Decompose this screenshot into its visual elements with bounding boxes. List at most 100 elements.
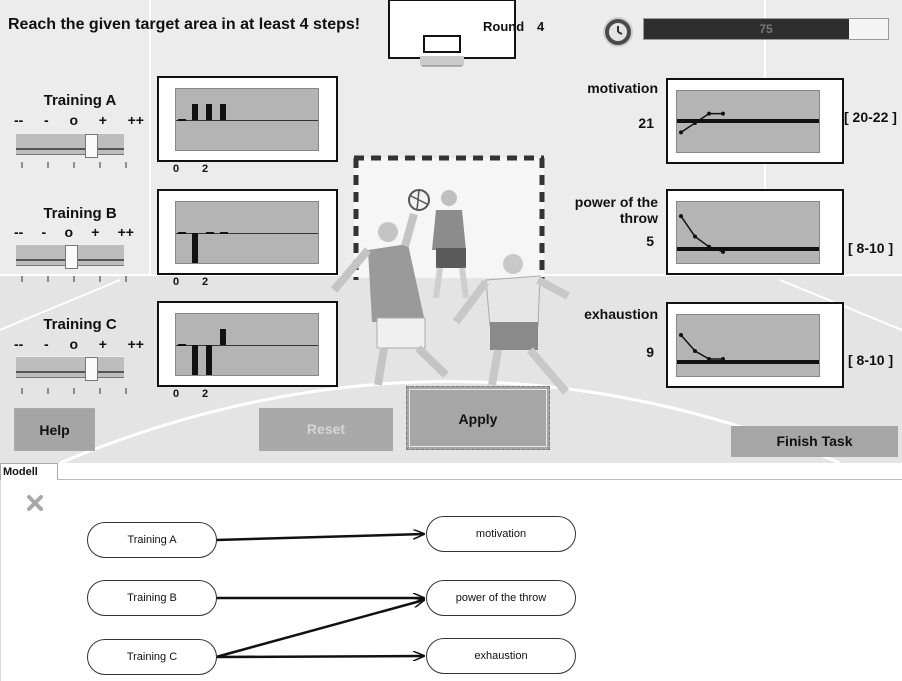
exhaustion-target-band (677, 360, 819, 364)
scale-label: -- (14, 336, 24, 352)
trend-point (721, 357, 725, 361)
history-bar (178, 232, 186, 234)
training-a-label: Training A (43, 92, 117, 109)
training-c-scale: -- - o + ++ (14, 336, 144, 352)
model-node-training-a[interactable]: Training A (87, 522, 217, 558)
training-a-axis-mid: 2 (202, 163, 209, 175)
model-node-power-of-the-throw[interactable]: power of the throw (426, 580, 576, 616)
model-node-exhaustion[interactable]: exhaustion (426, 638, 576, 674)
exhaustion-target-range: [ 8-10 ] (848, 352, 894, 368)
motivation-label: motivation (587, 80, 658, 96)
trend-point (693, 234, 697, 239)
scale-label: o (69, 112, 78, 128)
finish-task-button[interactable]: Finish Task (731, 426, 898, 457)
trend-point (721, 111, 725, 116)
training-a-axis-start: 0 (173, 163, 180, 175)
round-label: Round (483, 19, 525, 34)
edge-training-c-exhaustion (215, 656, 424, 657)
trend-point (693, 349, 697, 353)
training-b-label: Training B (43, 205, 117, 222)
scale-label: ++ (117, 224, 134, 240)
scale-label: o (64, 224, 73, 240)
model-edges (215, 480, 902, 681)
power-of-throw-label: power of the throw (574, 194, 658, 226)
trend-point (707, 357, 711, 361)
scale-label: -- (14, 224, 24, 240)
tab-modell[interactable]: Modell (0, 463, 58, 480)
edge-training-c-power (215, 600, 424, 659)
power-of-throw-target-band (677, 247, 819, 251)
history-bar (206, 104, 212, 120)
history-bar (178, 119, 186, 121)
training-b-axis-mid: 2 (202, 276, 209, 288)
time-progress-value: 75 (759, 22, 773, 36)
training-c-slider-thumb[interactable] (85, 357, 98, 381)
scale-label: ++ (127, 112, 144, 128)
power-of-throw-value: 5 (646, 233, 654, 249)
scale-label: + (98, 112, 107, 128)
history-bar (206, 345, 212, 375)
history-bar (192, 233, 198, 263)
edge-training-a-motivation (215, 534, 424, 542)
trend-point (693, 121, 697, 125)
trend-point (707, 244, 711, 249)
training-c-history-chart (157, 301, 338, 387)
trend-line (679, 214, 725, 254)
time-progress-bar: 75 (643, 18, 889, 40)
time-progress-fill (644, 19, 849, 39)
history-bar (178, 344, 186, 346)
trend-point (679, 130, 683, 135)
training-a-slider-thumb[interactable] (85, 134, 98, 158)
training-b-ticks (21, 276, 127, 282)
training-c-axis-start: 0 (173, 388, 180, 400)
history-bar (220, 329, 226, 345)
scale-label: + (98, 336, 107, 352)
training-b-scale: -- - o + ++ (14, 224, 134, 240)
training-a-ticks (21, 162, 127, 168)
exhaustion-label: exhaustion (584, 306, 658, 322)
motivation-target-range: [ 20-22 ] (844, 109, 897, 125)
scale-label: -- (14, 112, 24, 128)
scale-label: - (44, 336, 49, 352)
scale-label: - (44, 112, 49, 128)
scale-label: + (91, 224, 100, 240)
motivation-target-band (677, 119, 819, 123)
model-node-motivation[interactable]: motivation (426, 516, 576, 552)
history-bar (192, 104, 198, 120)
motivation-history-chart (666, 78, 844, 164)
exhaustion-value: 9 (646, 344, 654, 360)
trend-point (707, 111, 711, 116)
training-c-label: Training C (43, 316, 117, 333)
training-a-scale: -- - o + ++ (14, 112, 144, 128)
training-a-history-chart (157, 76, 338, 162)
history-bar (192, 345, 198, 375)
model-node-training-c[interactable]: Training C (87, 639, 217, 675)
trend-polyline (680, 215, 724, 253)
handball-players-illustration (330, 189, 570, 395)
scale-label: o (69, 336, 78, 352)
apply-button[interactable]: Apply (406, 386, 550, 450)
game-area: Reach the given target area in at least … (0, 0, 902, 463)
round-value: 4 (537, 19, 545, 34)
training-b-slider-thumb[interactable] (65, 245, 78, 269)
history-bar (206, 232, 214, 234)
scale-label: ++ (127, 336, 144, 352)
model-node-training-b[interactable]: Training B (87, 580, 217, 616)
training-b-history-chart (157, 189, 338, 275)
trend-polyline (680, 334, 723, 360)
close-icon[interactable] (26, 494, 44, 512)
help-button[interactable]: Help (14, 408, 95, 451)
power-of-throw-target-range: [ 8-10 ] (848, 240, 894, 256)
exhaustion-history-chart (666, 302, 844, 388)
trend-line (679, 333, 725, 361)
history-bar (220, 232, 228, 234)
reset-button[interactable]: Reset (259, 408, 393, 451)
training-a-slider[interactable] (16, 133, 124, 158)
training-b-slider[interactable] (16, 244, 124, 269)
scale-label: - (41, 224, 47, 240)
training-c-axis-mid: 2 (202, 388, 209, 400)
training-c-slider[interactable] (16, 356, 124, 381)
motivation-value: 21 (638, 115, 654, 131)
training-c-ticks (21, 388, 127, 394)
